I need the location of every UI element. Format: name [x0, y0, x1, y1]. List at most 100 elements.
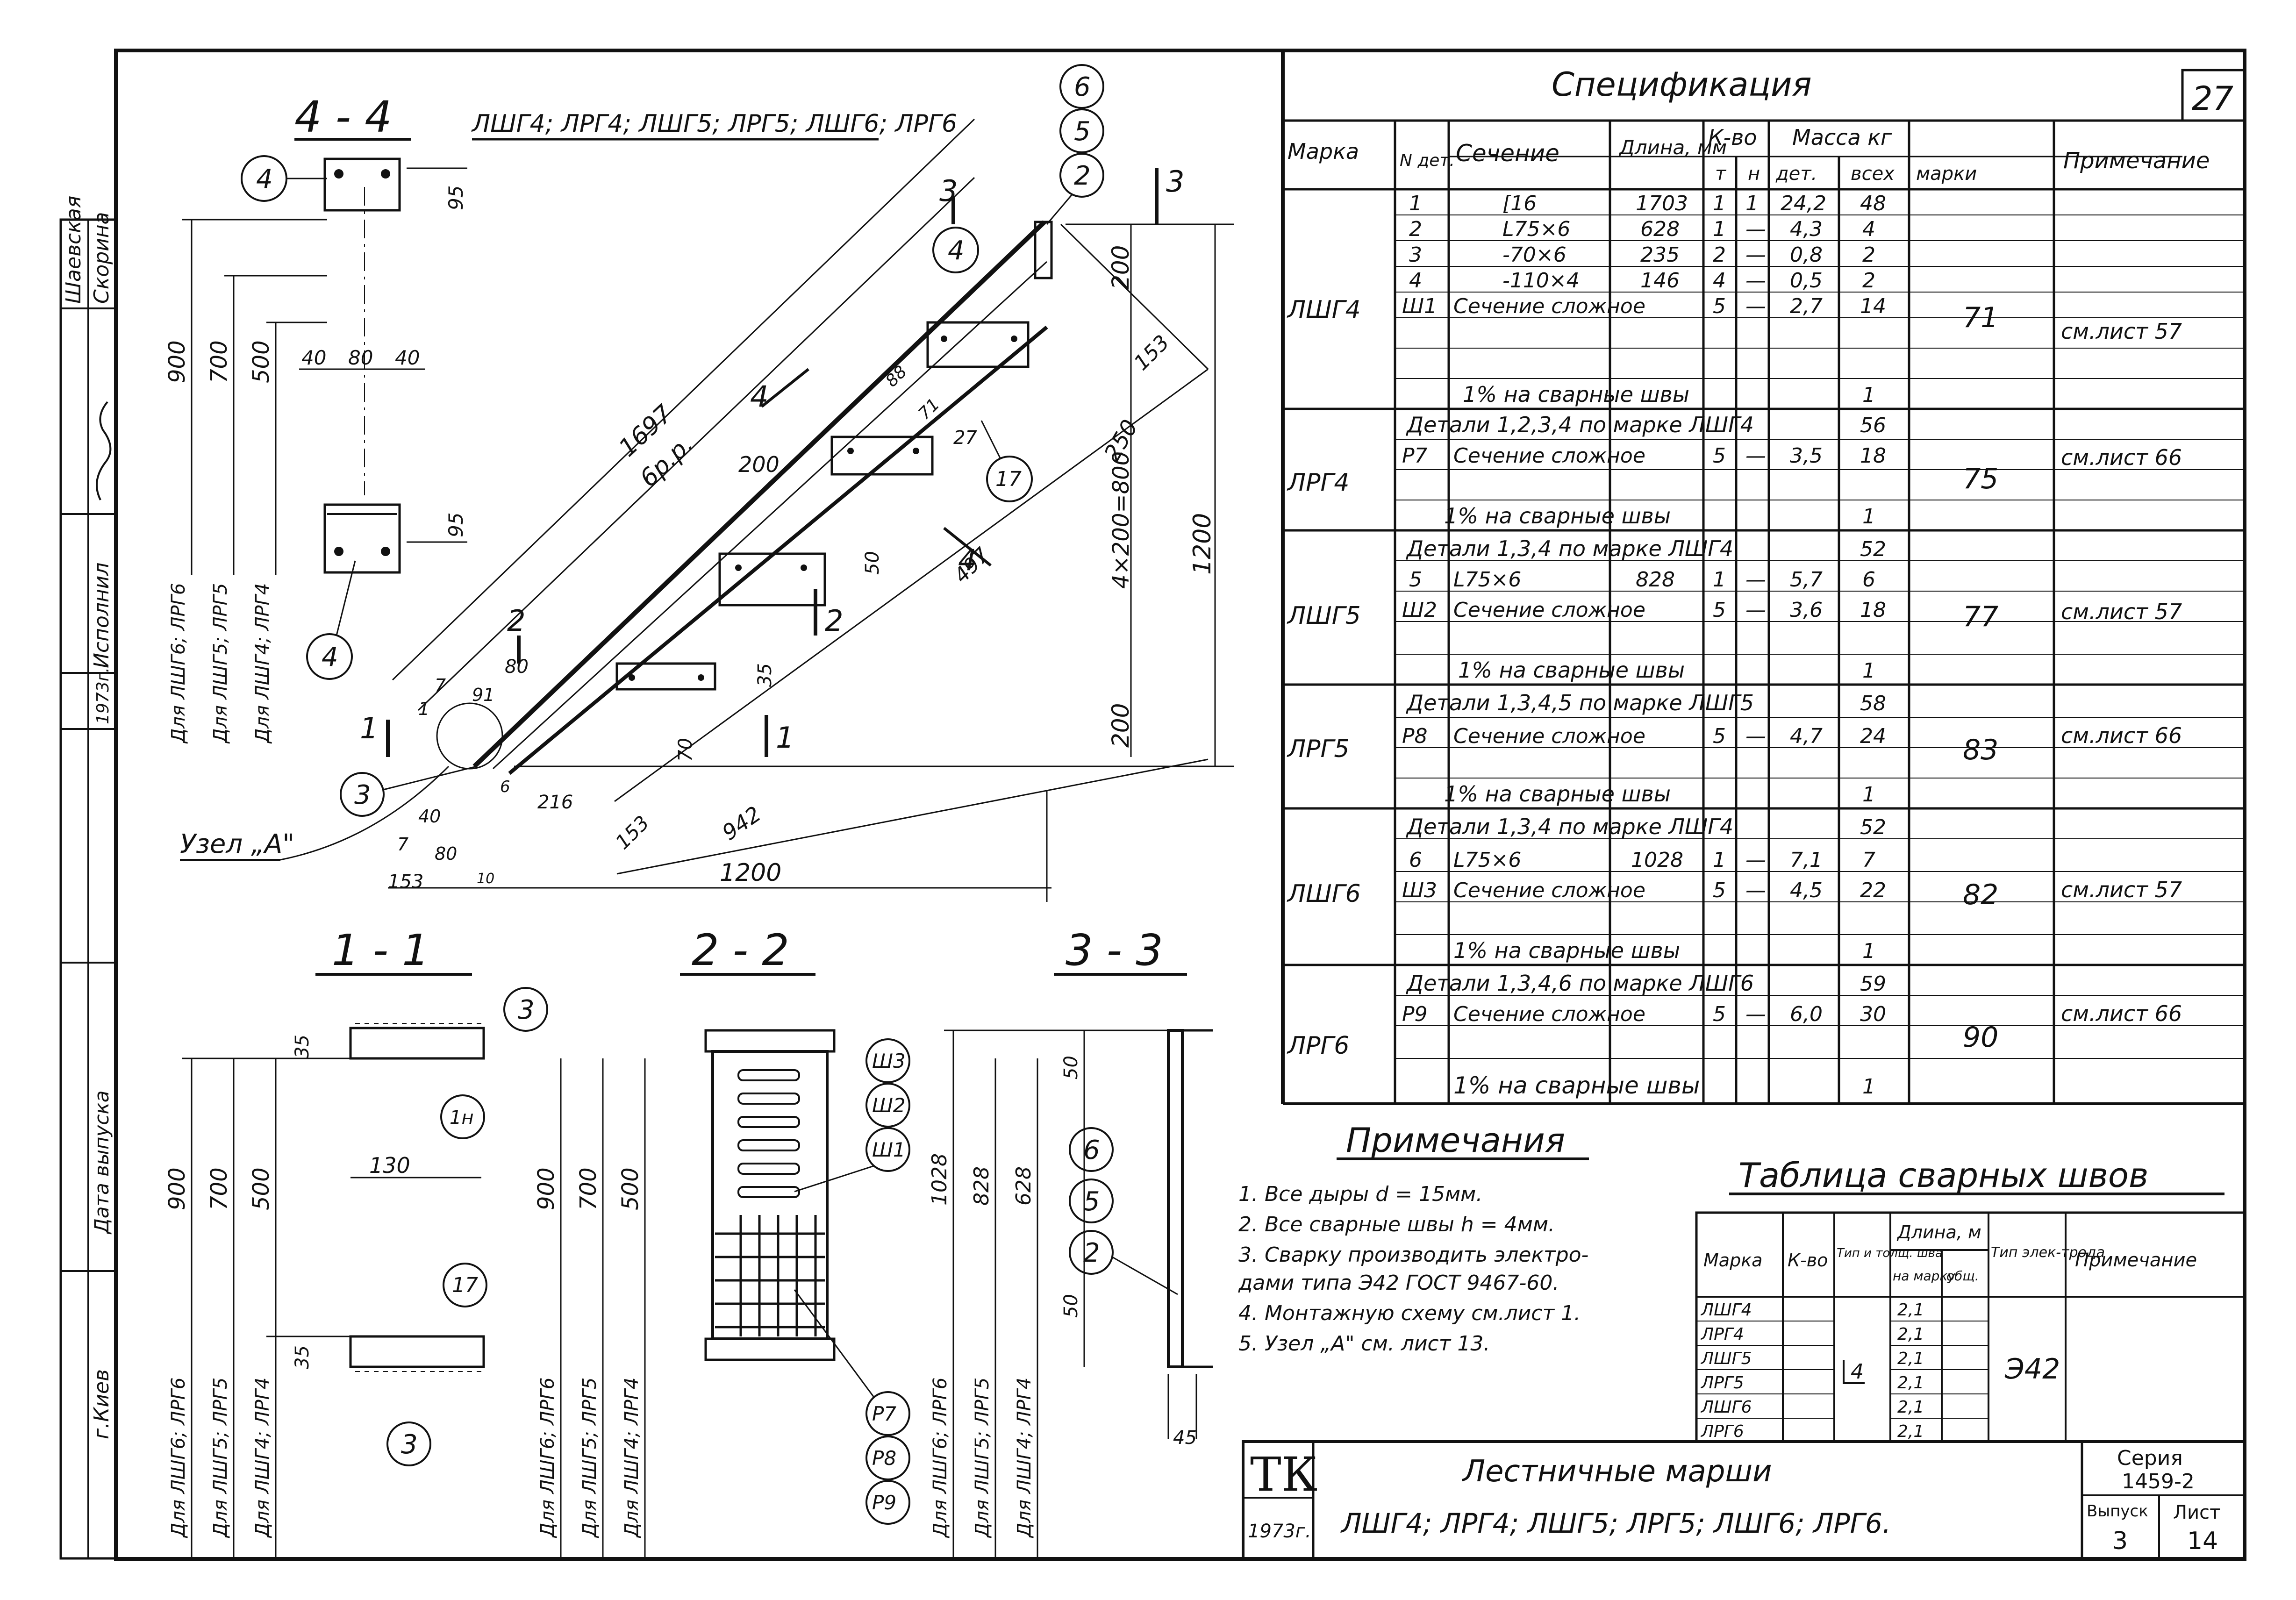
callout-2b: 2: [1069, 1230, 1178, 1295]
dim-153c: 153: [388, 871, 423, 893]
side-name1: Скорина: [90, 212, 114, 304]
svg-text:4: 4: [1713, 269, 1726, 293]
side-date-label: Дата выпуска: [90, 1090, 113, 1235]
svg-text:1: 1: [1862, 783, 1875, 807]
spec-h-qty: К-во: [1708, 125, 1757, 150]
svg-text:77: 77: [1963, 600, 1998, 633]
svg-text:2,1: 2,1: [1897, 1349, 1924, 1368]
dim-11-900: 900: [164, 1167, 190, 1210]
callout-3c: 3: [386, 1421, 431, 1466]
dim-1: 1: [418, 699, 429, 719]
svg-text:90: 90: [1963, 1021, 1998, 1054]
dim-50: 50: [862, 551, 883, 575]
dim-80: 80: [505, 656, 529, 678]
spec-h-mass-all: всех: [1851, 163, 1895, 185]
stringer-upper: [472, 220, 1046, 768]
spec-h-note: Примечание: [2063, 148, 2210, 174]
callout-2: 2: [1046, 153, 1104, 225]
svg-text:30: 30: [1860, 1002, 1886, 1026]
note-line-2: 2. Все сварные швы h = 4мм.: [1238, 1213, 1555, 1236]
dim-40: 40: [418, 806, 441, 827]
svg-text:2: 2: [1713, 243, 1726, 267]
svg-text:[16: [16: [1502, 192, 1537, 215]
svg-text:5: 5: [1713, 294, 1726, 318]
callout-5: 5: [1059, 108, 1104, 153]
svg-text:ЛШГ6: ЛШГ6: [1700, 1398, 1752, 1417]
svg-text:2,1: 2,1: [1897, 1398, 1924, 1417]
dim-44-500: 500: [248, 340, 274, 383]
dim-4x200: 4×200=800: [1108, 451, 1134, 589]
svg-text:52: 52: [1860, 815, 1886, 839]
svg-text:ЛШГ4: ЛШГ4: [1700, 1300, 1752, 1320]
svg-text:3,5: 3,5: [1790, 444, 1823, 468]
svg-text:—: —: [1745, 294, 1766, 318]
section-1-1: 1 - 1 900 700 500 130 35 35 Для ЛШГ6; ЛР…: [164, 925, 485, 1558]
svg-text:ЛРГ4: ЛРГ4: [1700, 1325, 1744, 1344]
svg-text:L75×6: L75×6: [1453, 848, 1521, 872]
svg-text:24: 24: [1860, 724, 1886, 748]
svg-text:3: 3: [939, 174, 958, 208]
grating-body: [711, 1050, 829, 1340]
callout-4a: 4: [241, 155, 327, 202]
tb-sheet-label: Лист: [2173, 1502, 2220, 1523]
svg-text:5: 5: [1713, 879, 1726, 902]
svg-text:Р7: Р7: [1402, 444, 1428, 468]
section-1-1-title: 1 - 1: [332, 925, 429, 975]
svg-text:Сечение сложное: Сечение сложное: [1453, 724, 1645, 748]
weld-h-qty: К-во: [1788, 1250, 1828, 1271]
svg-text:Р8: Р8: [1402, 724, 1428, 748]
weld-h-len: Длина, м: [1896, 1222, 1981, 1243]
dim-22-700: 700: [575, 1167, 601, 1210]
section-2-2-title: 2 - 2: [692, 925, 789, 975]
svg-text:4,3: 4,3: [1790, 217, 1823, 241]
weld-h-len-all: общ.: [1946, 1268, 1979, 1284]
svg-text:ЛРГ5: ЛРГ5: [1287, 735, 1350, 763]
svg-text:Р9: Р9: [1402, 1002, 1428, 1026]
note-line-5: 4. Монтажную схему см.лист 1.: [1238, 1301, 1581, 1325]
svg-text:см.лист 57: см.лист 57: [2061, 877, 2182, 902]
svg-text:—: —: [1745, 598, 1766, 622]
callout-p7: Р7: [794, 1289, 910, 1436]
dim-497: 497: [950, 543, 994, 587]
svg-text:71: 71: [1963, 301, 1998, 334]
section-3-3-title: 3 - 3: [1066, 925, 1163, 975]
dim-1200v: 1200: [1188, 513, 1216, 575]
svg-text:Ш2: Ш2: [1402, 598, 1437, 622]
spec-h-section: Сечение: [1456, 140, 1559, 167]
callout-6: 6: [1059, 64, 1104, 109]
callout-4c: 4: [932, 227, 979, 273]
svg-text:1% на сварные швы: 1% на сварные швы: [1453, 1072, 1700, 1099]
svg-text:82: 82: [1963, 879, 1998, 911]
spec-h-qty-n: н: [1748, 163, 1760, 185]
svg-text:—: —: [1745, 269, 1766, 293]
for-33-a: Для ЛШГ6; ЛРГ6: [930, 1378, 951, 1538]
dim-33-1028: 1028: [928, 1153, 951, 1206]
svg-text:—: —: [1745, 1002, 1766, 1026]
tb-sheet: 14: [2187, 1527, 2218, 1555]
tb-series: 1459-2: [2122, 1470, 2195, 1493]
channel-bottom: [349, 1335, 485, 1368]
svg-text:—: —: [1745, 243, 1766, 267]
svg-text:2,1: 2,1: [1897, 1325, 1924, 1344]
svg-text:4: 4: [958, 543, 976, 577]
svg-text:7: 7: [1862, 848, 1875, 872]
svg-text:-70×6: -70×6: [1502, 243, 1566, 267]
for-33-b: Для ЛШГ5; ЛРГ5: [972, 1378, 993, 1538]
dim-88: 88: [882, 362, 910, 391]
dim-33-50a: 50: [1060, 1056, 1082, 1079]
svg-text:см.лист 57: см.лист 57: [2061, 319, 2182, 344]
weld-h-len-mark: на марку: [1893, 1268, 1955, 1284]
svg-text:Сечение сложное: Сечение сложное: [1453, 598, 1645, 622]
svg-text:ЛШГ5: ЛШГ5: [1287, 602, 1361, 630]
cut-mark-3-left: 3: [939, 174, 958, 224]
dim-80b: 80: [435, 843, 457, 864]
svg-text:см.лист 57: см.лист 57: [2061, 599, 2182, 624]
plate-bottom: [323, 503, 401, 574]
angle-profile: [1167, 1029, 1184, 1368]
svg-text:Ш3: Ш3: [1402, 879, 1437, 902]
callout-sh3: Ш3: [865, 1038, 910, 1083]
svg-text:см.лист 66: см.лист 66: [2061, 723, 2182, 748]
dim-44-95b: 95: [444, 513, 467, 537]
for-22-b: Для ЛШГ5; ЛРГ5: [579, 1378, 601, 1538]
svg-text:4: 4: [1409, 269, 1422, 293]
